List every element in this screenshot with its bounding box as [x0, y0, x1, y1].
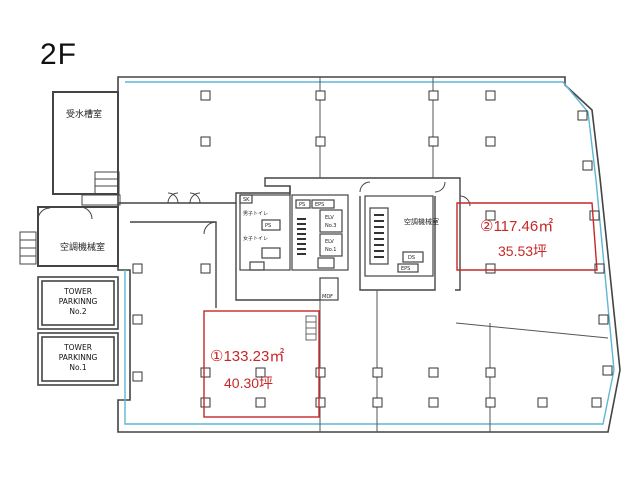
unit-1-outline	[203, 310, 320, 418]
floor-label: 2F	[40, 38, 78, 71]
water-tank-room-steps	[81, 171, 121, 206]
core-stair-elevator: PS EPS ELV No.3 ELV No.1	[291, 194, 349, 271]
inner-outline	[124, 81, 615, 425]
unit-2-area-tsubo: 35.53坪	[498, 243, 547, 259]
core-right-block: 空調機械室 DS EPS	[364, 195, 439, 277]
ps-label-2: PS	[299, 202, 305, 208]
parking-2-line3: No.2	[69, 307, 86, 316]
unit-2[interactable]: ②117.46㎡ 35.53坪	[456, 202, 598, 271]
unit-1-sqm: 133.23㎡	[223, 348, 284, 365]
ds-label: DS	[408, 255, 415, 261]
mdf-label: MDF	[322, 294, 333, 300]
womens-toilet-label: 女子トイレ	[243, 235, 268, 242]
mdf-room: MDF	[319, 277, 339, 301]
unit-1-area-tsubo: 40.30坪	[224, 375, 273, 391]
ac-room-core-label: 空調機械室	[404, 217, 439, 226]
sk-label: SK	[243, 197, 250, 203]
corridor-doors	[167, 181, 471, 235]
elv3-label-a: ELV	[325, 215, 334, 221]
parking-1-line1: TOWER	[63, 343, 92, 352]
water-tank-room-label: 受水槽室	[66, 108, 102, 120]
exterior-stair	[19, 231, 37, 265]
parking-2-line1: TOWER	[63, 287, 92, 296]
mens-toilet-label: 男子トイレ	[243, 210, 268, 217]
ac-room-left-doors	[37, 206, 93, 221]
core-toilets: SK PS 男子トイレ 女子トイレ	[239, 194, 291, 271]
ac-room-left-label: 空調機械室	[60, 241, 105, 253]
elv1-label-a: ELV	[325, 239, 334, 245]
elv1-label-b: No.1	[325, 247, 336, 253]
small-stair	[305, 315, 317, 341]
tower-parking-2: TOWER PARKINNG No.2	[37, 276, 119, 330]
structural-grid	[319, 77, 609, 432]
core-stair-right	[374, 214, 384, 258]
eps-label-2: EPS	[401, 266, 410, 272]
elv3-label-b: No.3	[325, 223, 336, 229]
unit-2-sqm: 117.46㎡	[493, 218, 553, 235]
columns	[132, 90, 613, 408]
parking-2-line2: PARKINNG	[59, 297, 98, 306]
unit-1[interactable]: ①133.23㎡ 40.30坪	[203, 310, 320, 418]
tower-parking-1: TOWER PARKINNG No.1	[37, 332, 119, 386]
ac-machine-room-left: 空調機械室	[37, 206, 119, 267]
eps-label-1: EPS	[315, 202, 324, 208]
parking-1-line3: No.1	[69, 363, 86, 372]
unit-2-number: ②	[480, 218, 493, 235]
water-tank-room: 受水槽室	[52, 91, 119, 195]
unit-1-area-sqm: ①133.23㎡	[210, 348, 284, 365]
parking-1-line2: PARKINNG	[59, 353, 98, 362]
unit-1-number: ①	[210, 348, 223, 365]
ps-label-1: PS	[265, 223, 271, 229]
unit-2-area-sqm: ②117.46㎡	[480, 218, 553, 235]
unit-2-outline	[456, 202, 598, 271]
core-stair-left	[297, 218, 306, 255]
